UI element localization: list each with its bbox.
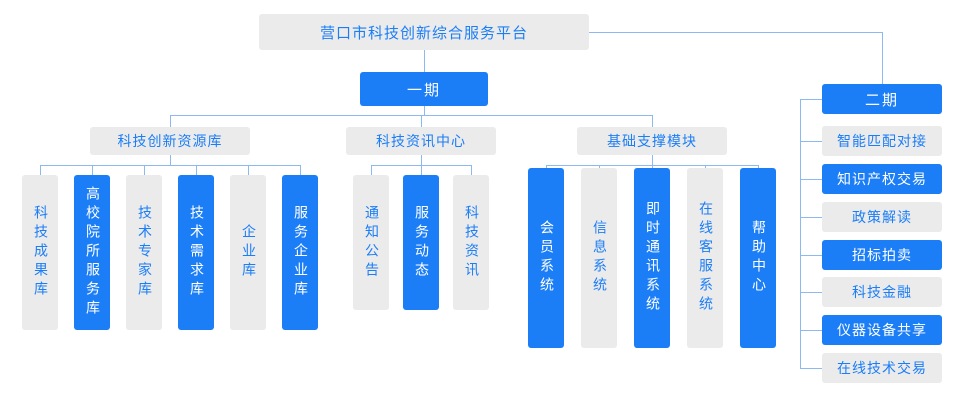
node-sci-tech-finance[interactable]: 科技金融 [822,277,942,307]
connector-line [800,141,822,142]
node-help-center[interactable]: 帮助中心 [740,168,776,348]
connector-line [248,165,249,175]
connector-line [800,368,822,369]
connector-line [144,165,145,175]
connector-line [371,165,372,175]
connector-line [421,115,422,127]
node-sci-tech-resource-library[interactable]: 科技创新资源库 [90,127,250,155]
node-policy-interpretation[interactable]: 政策解读 [822,202,942,232]
node-smart-matching[interactable]: 智能匹配对接 [822,126,942,156]
node-online-customer-service-system[interactable]: 在线客服系统 [687,168,723,348]
connector-line [800,255,822,256]
connector-line [40,165,301,166]
connector-line [471,165,472,175]
node-notice-announcement[interactable]: 通知公告 [353,175,389,310]
connector-line [424,50,425,72]
node-service-news[interactable]: 服务动态 [403,175,439,310]
node-tech-expert-library[interactable]: 技术专家库 [126,175,162,330]
connector-line [300,165,301,175]
connector-line [92,165,93,175]
connector-line [800,292,822,293]
node-member-system[interactable]: 会员系统 [528,168,564,348]
connector-line [170,155,171,165]
node-online-tech-trading[interactable]: 在线技术交易 [822,353,942,383]
connector-line [800,217,822,218]
node-sci-tech-news[interactable]: 科技资讯 [453,175,489,310]
node-sci-tech-info-center[interactable]: 科技资讯中心 [346,127,496,155]
node-university-institute-service-library[interactable]: 高校院所服务库 [74,175,110,330]
node-tech-demand-library[interactable]: 技术需求库 [178,175,214,330]
connector-line [421,155,422,165]
connector-line [882,32,883,84]
node-service-enterprise-library[interactable]: 服务企业库 [282,175,318,330]
root-node[interactable]: 营口市科技创新综合服务平台 [259,14,589,50]
phase1-node[interactable]: 一期 [360,72,488,106]
connector-line [800,99,822,100]
node-info-system[interactable]: 信息系统 [581,168,617,348]
connector-line [424,106,425,115]
connector-line [40,165,41,175]
phase2-node[interactable]: 二期 [822,84,942,114]
node-instant-messaging-system[interactable]: 即时通讯系统 [634,168,670,348]
node-achievement-library[interactable]: 科技成果库 [22,175,58,330]
connector-line [800,99,801,368]
connector-line [652,155,653,165]
connector-line [800,179,822,180]
connector-line [421,165,422,175]
node-ip-trading[interactable]: 知识产权交易 [822,164,942,194]
node-bidding-auction[interactable]: 招标拍卖 [822,240,942,270]
connector-line [652,115,653,127]
connector-line [800,330,822,331]
connector-line [196,165,197,175]
connector-line [589,32,882,33]
node-equipment-sharing[interactable]: 仪器设备共享 [822,315,942,345]
node-enterprise-library[interactable]: 企业库 [230,175,266,330]
connector-line [170,115,171,127]
connector-line [170,115,653,116]
node-basic-support-module[interactable]: 基础支撑模块 [577,127,727,155]
